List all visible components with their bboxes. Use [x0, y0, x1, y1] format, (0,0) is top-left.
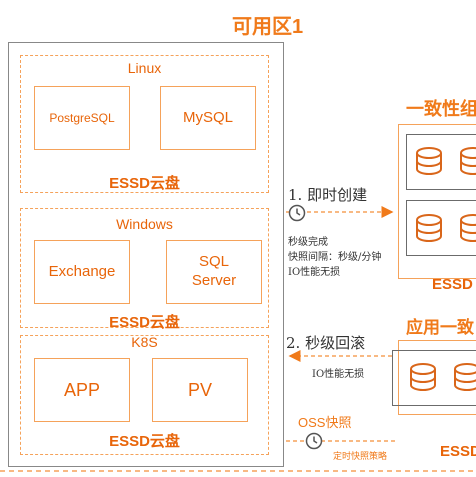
storage-label-linux: ESSD云盘 — [109, 175, 180, 192]
step-create-note-3: IO性能无损 — [288, 267, 341, 278]
right-storage-label-top: ESSD — [432, 276, 473, 293]
system-title-linux: Linux — [127, 60, 162, 76]
step-create-note-2: 快照间隔：秒级/分钟 — [288, 252, 382, 263]
app-box-sql-server: SQL Server — [166, 240, 262, 304]
storage-label-k8s: ESSD云盘 — [109, 433, 180, 450]
oss-snapshot-label: OSS快照 — [298, 415, 352, 430]
system-box-k8s — [20, 335, 269, 455]
app-box-mysql: MySQL — [160, 86, 256, 150]
disk-group-box-1 — [406, 134, 476, 190]
app-box-pv: PV — [152, 358, 248, 422]
step-rollback-label: 2. 秒级回滚 — [286, 334, 366, 352]
step-create-label: 1. 即时创建 — [288, 186, 368, 204]
storage-label-windows: ESSD云盘 — [109, 314, 180, 331]
system-box-windows — [20, 208, 269, 328]
consistency-group-title: 一致性组 — [406, 99, 476, 119]
right-storage-label-bottom: ESSD — [440, 443, 476, 460]
disk-icon — [454, 363, 476, 391]
disk-icon — [416, 214, 442, 242]
clock-icon — [305, 432, 323, 450]
app-box-postgresql: PostgreSQL — [34, 86, 130, 150]
disk-icon — [416, 147, 442, 175]
availability-zone-box — [8, 42, 284, 467]
disk-icon — [410, 363, 436, 391]
app-consistency-group-box — [398, 340, 476, 415]
system-box-linux — [20, 55, 269, 193]
disk-icon — [460, 147, 476, 175]
app-consistency-group-title: 应用一致 — [406, 318, 474, 337]
consistency-group-box — [398, 124, 476, 279]
disk-group-box-2 — [406, 200, 476, 256]
disk-group-box-3 — [392, 350, 476, 406]
app-box-app: APP — [34, 358, 130, 422]
step-create-note-1: 秒级完成 — [288, 237, 328, 248]
app-box-exchange: Exchange — [34, 240, 130, 304]
zone-title: 可用区1 — [232, 16, 304, 38]
oss-policy-label: 定时快照策略 — [333, 451, 388, 461]
system-title-k8s: K8S — [131, 334, 158, 350]
clock-icon — [288, 204, 306, 222]
step-rollback-note-1: IO性能无损 — [312, 369, 365, 380]
system-title-windows: Windows — [116, 216, 173, 232]
disk-icon — [460, 214, 476, 242]
